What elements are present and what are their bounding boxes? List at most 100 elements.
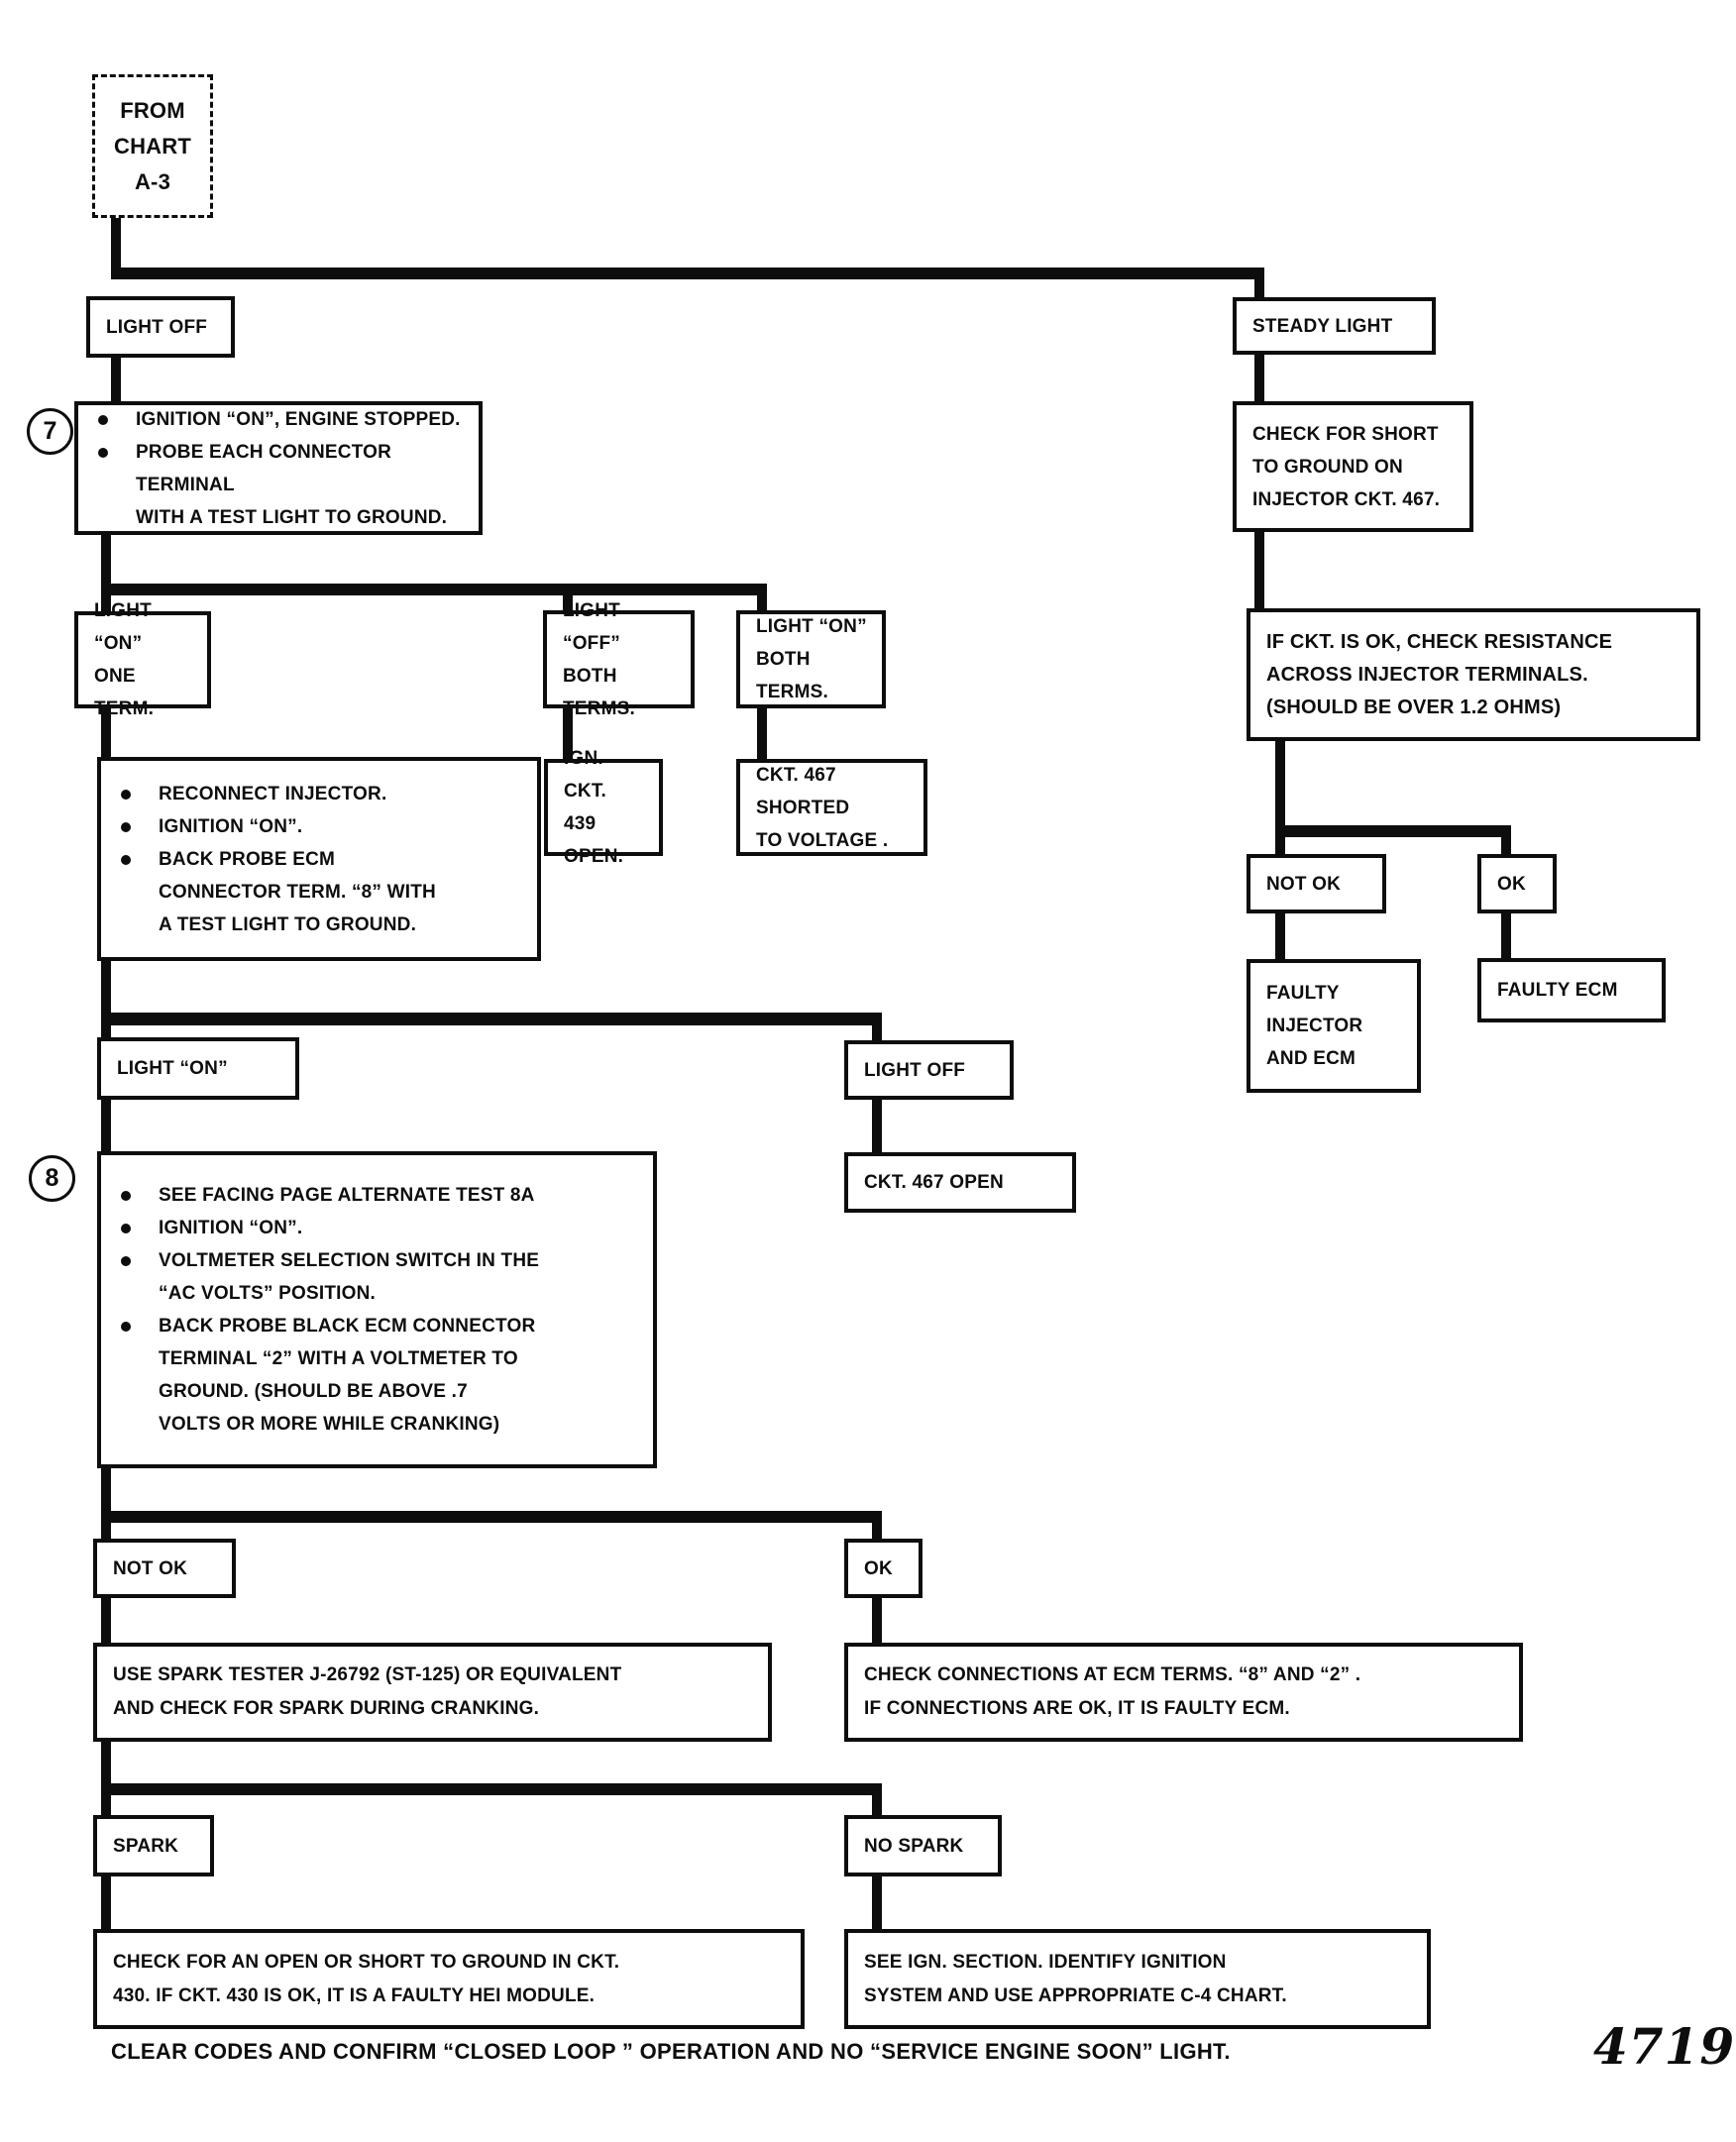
connector bbox=[872, 1596, 882, 1645]
bullet-text: SEE FACING PAGE ALTERNATE TEST 8A bbox=[159, 1185, 535, 1206]
node-light-off-1: LIGHT OFF bbox=[86, 296, 235, 358]
connector bbox=[111, 268, 1264, 279]
node-label: FAULTY ECM bbox=[1497, 980, 1618, 1001]
node-ckt-467-open: CKT. 467 OPEN bbox=[844, 1152, 1076, 1213]
bullet-text: IGNITION “ON”. bbox=[159, 815, 303, 837]
connector bbox=[757, 588, 767, 613]
node-label: FAULTY INJECTOR AND ECM bbox=[1266, 983, 1363, 1069]
node-label: LIGHT “ON” bbox=[117, 1058, 228, 1079]
node-label: LIGHT OFF bbox=[864, 1059, 966, 1081]
node-ok-1: OK bbox=[1477, 854, 1557, 913]
node-not-ok-1: NOT OK bbox=[1247, 854, 1386, 913]
bullet-item: BACK PROBE ECM CONNECTOR TERM. “8” WITH … bbox=[115, 843, 436, 941]
node-label: NO SPARK bbox=[864, 1835, 964, 1857]
node-label: CKT. 467 SHORTED TO VOLTAGE . bbox=[756, 764, 889, 851]
node-light-off-2: LIGHT OFF bbox=[844, 1040, 1014, 1100]
node-label: STEADY LIGHT bbox=[1252, 315, 1393, 337]
connector bbox=[1275, 825, 1285, 856]
node-spark: SPARK bbox=[93, 1815, 214, 1876]
node-label: FROM CHART A-3 bbox=[114, 97, 191, 194]
connector bbox=[563, 588, 573, 613]
node-label: CHECK CONNECTIONS AT ECM TERMS. “8” AND … bbox=[864, 1664, 1361, 1719]
connector bbox=[1254, 530, 1264, 610]
node-label: OK bbox=[864, 1557, 893, 1579]
node-ok-2: OK bbox=[844, 1539, 922, 1598]
connector bbox=[1275, 739, 1285, 837]
bullet-icon bbox=[121, 854, 131, 865]
node-step8-instructions: SEE FACING PAGE ALTERNATE TEST 8A IGNITI… bbox=[97, 1151, 657, 1468]
connector bbox=[101, 1596, 111, 1645]
node-steady-light: STEADY LIGHT bbox=[1233, 297, 1436, 355]
bullet-text: BACK PROBE ECM CONNECTOR TERM. “8” WITH … bbox=[159, 848, 436, 935]
step-number-8-badge: 8 bbox=[29, 1155, 75, 1202]
node-label: CKT. 467 OPEN bbox=[864, 1172, 1004, 1193]
bullet-icon bbox=[121, 1256, 131, 1266]
node-label: LIGHT “OFF” BOTH TERMS. bbox=[563, 599, 635, 719]
node-check-short-ground: CHECK FOR SHORT TO GROUND ON INJECTOR CK… bbox=[1233, 401, 1473, 532]
bullet-item: PROBE EACH CONNECTOR TERMINAL WITH A TES… bbox=[92, 436, 469, 534]
connector bbox=[872, 1519, 882, 1541]
bullet-text: IGNITION “ON”, ENGINE STOPPED. bbox=[136, 408, 461, 430]
bullet-text: RECONNECT INJECTOR. bbox=[159, 783, 387, 804]
bullet-item: SEE FACING PAGE ALTERNATE TEST 8A bbox=[115, 1179, 535, 1212]
node-label: IF CKT. IS OK, CHECK RESISTANCE ACROSS I… bbox=[1266, 630, 1613, 718]
bullet-icon bbox=[121, 1322, 131, 1332]
node-label: IGN. CKT. 439 OPEN. bbox=[564, 748, 624, 867]
node-label: LIGHT OFF bbox=[106, 316, 208, 338]
bullet-text: VOLTMETER SELECTION SWITCH IN THE “AC VO… bbox=[159, 1250, 540, 1304]
node-from-chart-a3: FROM CHART A-3 bbox=[92, 74, 213, 218]
connector bbox=[111, 356, 121, 403]
bullet-item: IGNITION “ON”. bbox=[115, 1212, 302, 1244]
node-faulty-injector-and-ecm: FAULTY INJECTOR AND ECM bbox=[1247, 959, 1421, 1093]
node-faulty-ecm: FAULTY ECM bbox=[1477, 958, 1666, 1022]
bullet-item: VOLTMETER SELECTION SWITCH IN THE “AC VO… bbox=[115, 1244, 539, 1310]
node-label: NOT OK bbox=[1266, 873, 1342, 895]
bullet-icon bbox=[121, 789, 131, 800]
connector bbox=[101, 1519, 111, 1541]
connector bbox=[1275, 825, 1511, 837]
node-light-on-one-term: LIGHT “ON” ONE TERM. bbox=[74, 600, 211, 719]
node-label: SEE IGN. SECTION. IDENTIFY IGNITION SYST… bbox=[864, 1951, 1287, 2006]
bullet-item: IGNITION “ON”, ENGINE STOPPED. bbox=[92, 403, 461, 436]
connector bbox=[101, 1098, 111, 1153]
node-light-on-2: LIGHT “ON” bbox=[97, 1037, 299, 1100]
node-check-resistance: IF CKT. IS OK, CHECK RESISTANCE ACROSS I… bbox=[1247, 608, 1700, 741]
node-label: OK bbox=[1497, 873, 1526, 895]
connector bbox=[563, 706, 573, 761]
bullet-item: IGNITION “ON”. bbox=[115, 810, 302, 843]
bullet-icon bbox=[98, 414, 108, 425]
node-label: CHECK FOR AN OPEN OR SHORT TO GROUND IN … bbox=[113, 1951, 620, 2006]
node-no-spark: NO SPARK bbox=[844, 1815, 1002, 1876]
bullet-icon bbox=[121, 821, 131, 832]
connector bbox=[1501, 911, 1511, 960]
connector bbox=[1254, 268, 1264, 300]
node-label: LIGHT “ON” ONE TERM. bbox=[94, 600, 155, 719]
connector bbox=[101, 1791, 111, 1817]
bullet-text: IGNITION “ON”. bbox=[159, 1218, 303, 1238]
connector bbox=[1501, 825, 1511, 856]
connector bbox=[101, 1783, 882, 1795]
connector bbox=[101, 1017, 111, 1040]
node-step7-instructions: IGNITION “ON”, ENGINE STOPPED. PROBE EAC… bbox=[74, 401, 483, 535]
bullet-text: BACK PROBE BLACK ECM CONNECTOR TERMINAL … bbox=[159, 1316, 536, 1435]
connector bbox=[101, 1466, 111, 1523]
node-light-on-both-terms: LIGHT “ON” BOTH TERMS. bbox=[736, 610, 886, 708]
figure-number: 4719 bbox=[1593, 2017, 1736, 2076]
node-see-ignition-section: SEE IGN. SECTION. IDENTIFY IGNITION SYST… bbox=[844, 1929, 1431, 2029]
bullet-item: RECONNECT INJECTOR. bbox=[115, 778, 386, 810]
connector bbox=[101, 588, 111, 613]
connector bbox=[101, 584, 767, 595]
bullet-icon bbox=[121, 1191, 131, 1201]
node-light-off-both-terms: LIGHT “OFF” BOTH TERMS. bbox=[543, 600, 695, 719]
bullet-icon bbox=[98, 447, 108, 458]
connector bbox=[101, 1874, 111, 1931]
bullet-item: BACK PROBE BLACK ECM CONNECTOR TERMINAL … bbox=[115, 1310, 535, 1441]
step-number-7-badge: 7 bbox=[27, 408, 73, 455]
node-label: SPARK bbox=[113, 1835, 179, 1857]
connector bbox=[111, 216, 121, 279]
node-not-ok-2: NOT OK bbox=[93, 1539, 236, 1598]
bullet-text: PROBE EACH CONNECTOR TERMINAL WITH A TES… bbox=[136, 441, 448, 528]
connector bbox=[1275, 911, 1285, 961]
node-label: USE SPARK TESTER J-26792 (ST-125) OR EQU… bbox=[113, 1664, 622, 1719]
